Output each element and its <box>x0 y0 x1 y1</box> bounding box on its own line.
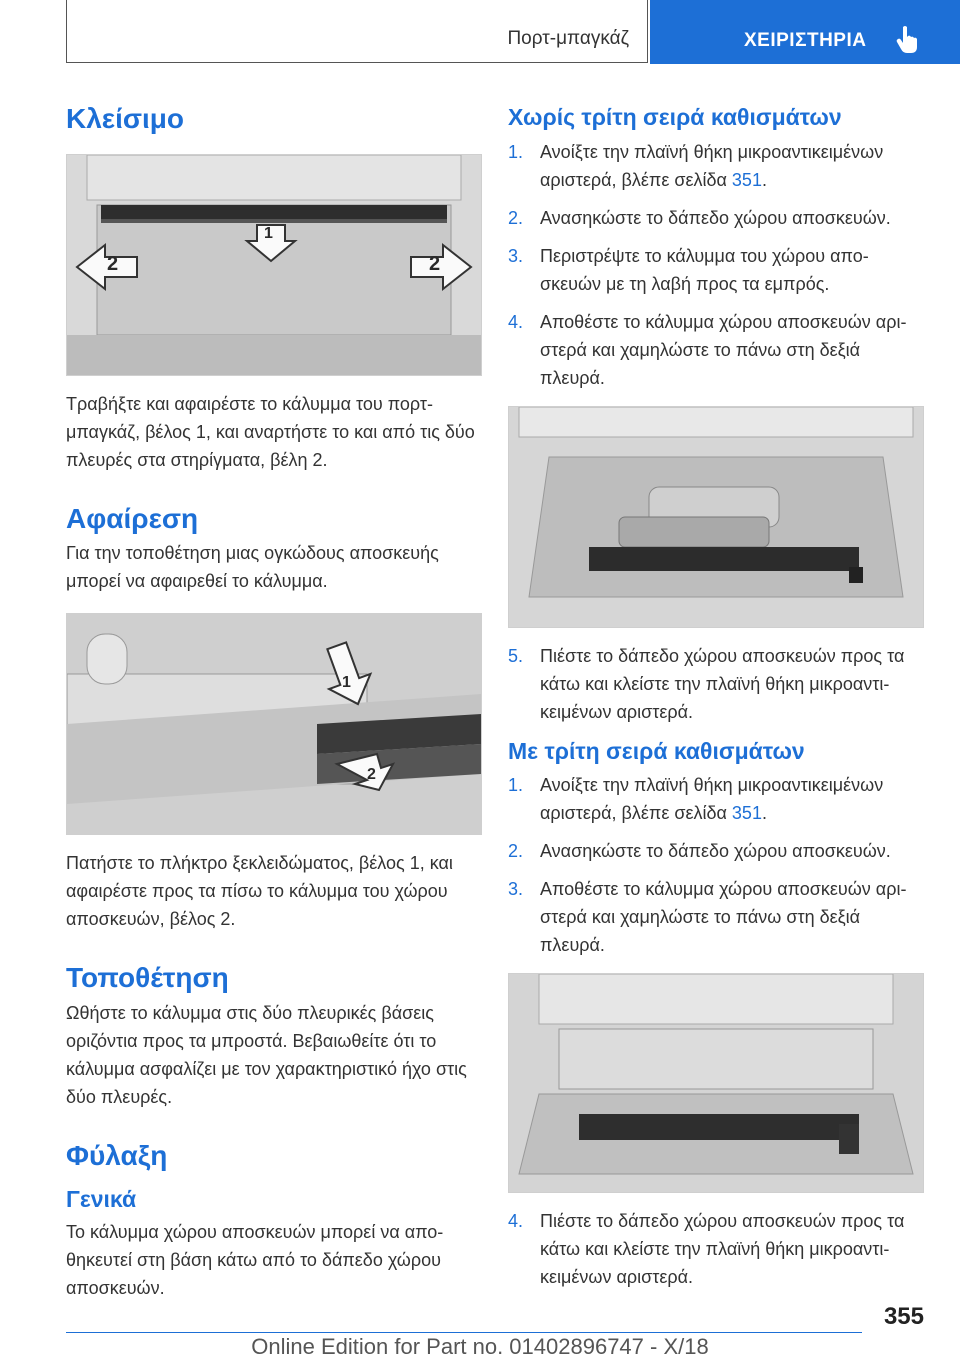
page-header: Πορτ-μπαγκάζ ΧΕΙΡΙΣΤΗΡΙΑ <box>0 0 960 64</box>
list-item: 4.Αποθέστε το κάλυμμα χώρου αποσκευών αρ… <box>508 311 907 388</box>
list-item: 3.Περιστρέψτε το κάλυμμα του χώρου απο-σ… <box>508 245 869 294</box>
trunk-illustration <box>67 154 481 375</box>
install-text: Ωθήστε το κάλυμμα στις δύο πλευρικές βάσ… <box>66 1002 467 1107</box>
section-title: Πορτ-μπαγκάζ <box>507 28 629 49</box>
list-item: 2.Ανασηκώστε το δάπεδο χώρου αποσκευών. <box>508 207 891 228</box>
steps-without-third-row-cont: 5.Πιέστε το δάπεδο χώρου αποσκευών προς … <box>508 642 928 726</box>
arrow-label-2-left: 2 <box>107 252 119 275</box>
heading-with-third-row: Με τρίτη σειρά καθισμάτων <box>508 737 805 764</box>
underfloor-illustration <box>509 406 923 627</box>
third-row-illustration <box>509 974 923 1193</box>
heading-general: Γενικά <box>66 1186 137 1213</box>
chapter-title: ΧΕΙΡΙΣΤΗΡΙΑ <box>744 30 867 51</box>
heading-closing: Κλείσιμο <box>66 103 185 134</box>
list-item: 1.Ανοίξτε την πλαϊνή θήκη μικροαντικειμέ… <box>508 775 884 824</box>
right-column: Χωρίς τρίτη σειρά καθισμάτων 1.Ανοίξτε τ… <box>508 90 928 1301</box>
arrow-label-1: 1 <box>264 224 273 242</box>
left-column: Κλείσιμο 1 2 2 Τραβήξτε και αφαιρέστε το… <box>66 90 482 1302</box>
page-link[interactable]: 351 <box>731 803 762 824</box>
storage-text: Το κάλυμμα χώρου αποσκευών μπορεί να απο… <box>66 1221 444 1298</box>
footer-edition: Online Edition for Part no. 01402896747 … <box>251 1334 709 1359</box>
hand-pointer-icon <box>896 26 917 53</box>
list-item: 2.Ανασηκώστε το δάπεδο χώρου αποσκευών. <box>508 841 891 862</box>
steps-with-third-row: 1.Ανοίξτε την πλαϊνή θήκη μικροαντικειμέ… <box>508 771 928 959</box>
section-tab: Πορτ-μπαγκάζ <box>66 0 648 63</box>
footer-divider <box>66 1332 862 1333</box>
list-item: 3.Αποθέστε το κάλυμμα χώρου αποσκευών αρ… <box>508 879 907 956</box>
figure-cover-removal: 1 2 <box>66 613 482 836</box>
removal-text: Πατήστε το πλήκτρο ξεκλειδώματος, βέλος … <box>66 853 453 930</box>
removal-intro: Για την τοποθέτηση μιας ογκώδους αποσκευ… <box>66 543 439 592</box>
figure-third-row-storage <box>508 973 924 1194</box>
heading-storage: Φύλαξη <box>66 1139 168 1171</box>
steps-without-third-row: 1.Ανοίξτε την πλαϊνή θήκη μικροαντικειμέ… <box>508 138 928 392</box>
closing-text: Τραβήξτε και αφαιρέστε το κάλυμμα του πο… <box>66 393 475 470</box>
arrow-label-1: 1 <box>342 674 351 692</box>
manual-chapter-tab: ΧΕΙΡΙΣΤΗΡΙΑ <box>650 0 960 64</box>
list-item: 5.Πιέστε το δάπεδο χώρου αποσκευών προς … <box>508 645 905 722</box>
heading-without-third-row: Χωρίς τρίτη σειρά καθισμάτων <box>508 104 842 130</box>
arrow-label-2-right: 2 <box>429 252 441 275</box>
page-link[interactable]: 351 <box>731 169 762 190</box>
heading-install: Τοποθέτηση <box>66 962 229 994</box>
list-item: 1.Ανοίξτε την πλαϊνή θήκη μικροαντικειμέ… <box>508 141 884 190</box>
figure-cover-closing: 1 2 2 <box>66 153 482 376</box>
figure-underfloor-storage <box>508 405 924 628</box>
steps-with-third-row-cont: 4.Πιέστε το δάπεδο χώρου αποσκευών προς … <box>508 1207 928 1291</box>
heading-removal: Αφαίρεση <box>66 502 199 534</box>
cover-release-illustration <box>67 614 481 835</box>
arrow-label-2: 2 <box>367 766 376 784</box>
list-item: 4.Πιέστε το δάπεδο χώρου αποσκευών προς … <box>508 1211 905 1288</box>
page-number: 355 <box>883 1303 924 1330</box>
